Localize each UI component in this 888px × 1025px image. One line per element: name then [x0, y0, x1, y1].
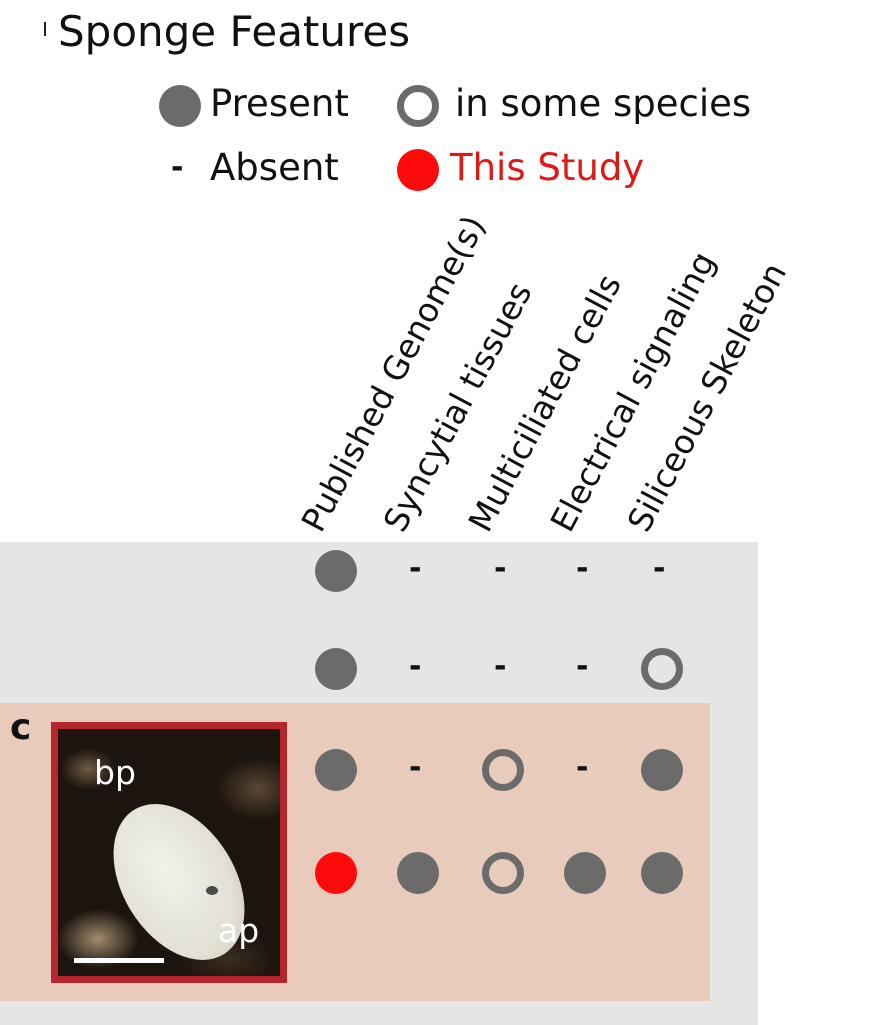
- matrix-cell-r2-c3: -: [494, 649, 507, 684]
- title-marker: [44, 22, 46, 36]
- sponge-photo: bp ap: [51, 722, 287, 983]
- legend-symbol-filled: [159, 85, 201, 127]
- osculum: [206, 886, 218, 895]
- matrix-cell-r3-c5: [641, 749, 683, 791]
- matrix-cell-r4-c3: [482, 852, 524, 894]
- sponge-body: [86, 780, 272, 976]
- legend-symbol-dash: -: [171, 150, 184, 185]
- matrix-cell-r4-c5: [641, 852, 683, 894]
- matrix-cell-r1-c3: -: [494, 551, 507, 586]
- matrix-cell-r4-c2: [397, 852, 439, 894]
- matrix-cell-r3-c2: -: [409, 750, 422, 785]
- matrix-cell-r1-c4: -: [576, 551, 589, 586]
- legend-label-hollow: in some species: [455, 82, 752, 125]
- legend-symbol-hollow: [397, 85, 439, 127]
- matrix-cell-r1-c5: -: [653, 551, 666, 586]
- matrix-cell-r3-c3: [482, 749, 524, 791]
- matrix-cell-r4-c1: [315, 852, 357, 894]
- matrix-cell-r1-c2: -: [409, 551, 422, 586]
- matrix-cell-r2-c2: -: [409, 649, 422, 684]
- legend-label-filled: Present: [210, 82, 349, 125]
- photo-label-ap: ap: [218, 911, 260, 950]
- figure-title: Sponge Features: [58, 7, 411, 56]
- matrix-cell-r2-c1: [315, 648, 357, 690]
- scale-bar: [74, 958, 164, 963]
- matrix-cell-r2-c4: -: [576, 649, 589, 684]
- matrix-cell-r3-c4: -: [576, 750, 589, 785]
- legend-symbol-red: [397, 149, 439, 191]
- matrix-cell-r4-c4: [564, 852, 606, 894]
- legend-label-dash: Absent: [210, 146, 339, 189]
- matrix-cell-r2-c5: [641, 648, 683, 690]
- panel-letter: c: [10, 707, 32, 748]
- legend-label-red: This Study: [450, 146, 645, 189]
- matrix-cell-r3-c1: [315, 749, 357, 791]
- photo-label-bp: bp: [94, 753, 136, 792]
- matrix-cell-r1-c1: [315, 550, 357, 592]
